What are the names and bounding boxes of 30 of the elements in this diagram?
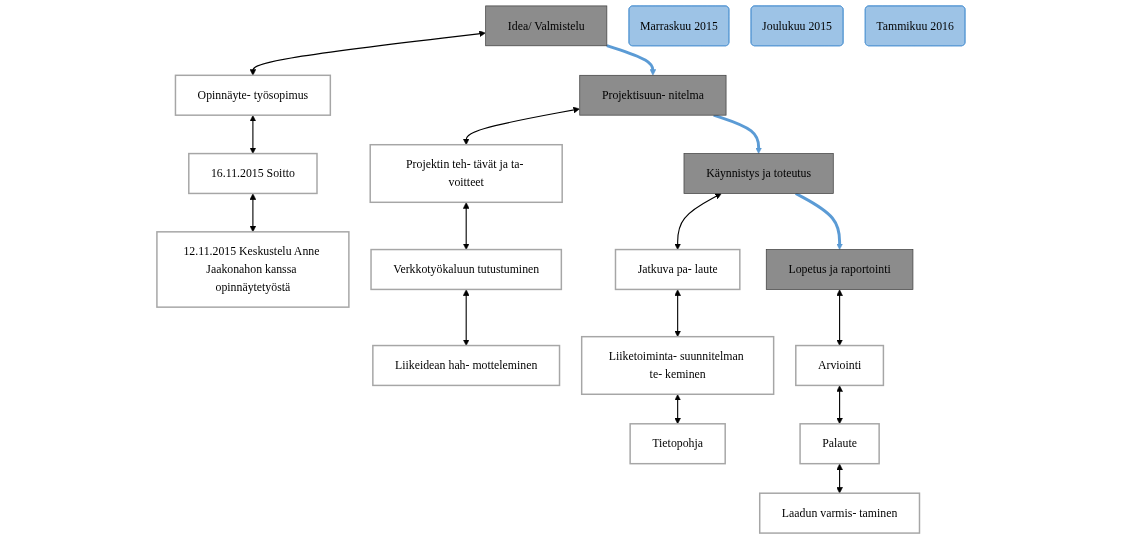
arrow	[795, 192, 843, 250]
arrow	[249, 30, 486, 76]
node-box: Käynnistys ja toteutus	[683, 153, 834, 194]
arrow	[674, 193, 722, 250]
node-box: Arviointi	[795, 344, 885, 387]
node-box: Liikeidean hah- motteleminen	[372, 344, 561, 387]
arrow	[674, 289, 681, 337]
node-box: Laadun varmis- taminen	[759, 492, 921, 534]
arrow	[836, 385, 843, 425]
node-box: 16.11.2015 Soitto	[188, 152, 318, 195]
arrow	[836, 463, 843, 494]
arrow	[463, 289, 470, 346]
node-box: Lopetus ja raportointi	[765, 249, 914, 290]
node-box: Projektin teh- tävät ja ta- voitteet	[369, 143, 563, 204]
node-box: Projektisuun- nitelma	[579, 74, 727, 116]
node-box: Tietopohja	[629, 423, 726, 465]
node-box: Verkkotyökaluun tutustuminen	[370, 248, 563, 291]
arrow	[249, 115, 257, 154]
node-box: Palaute	[799, 423, 880, 465]
node-box: Liiketoiminta- suunnitelman te- keminen	[581, 335, 775, 395]
node-box: Idea/ Valmistelu	[485, 5, 608, 47]
arrow	[463, 202, 470, 250]
node-box: 12.11.2015 Keskustelu Anne Jaakonahon kanssa opinnäytetyöstä	[156, 231, 350, 308]
arrow	[674, 394, 681, 425]
arrow	[606, 44, 657, 76]
arrow	[249, 193, 257, 233]
arrow	[463, 106, 580, 145]
arrow	[836, 289, 843, 346]
node-box: Opinnäyte- työsopimus	[174, 74, 332, 116]
node-box: Jatkuva pa- laute	[614, 248, 741, 291]
